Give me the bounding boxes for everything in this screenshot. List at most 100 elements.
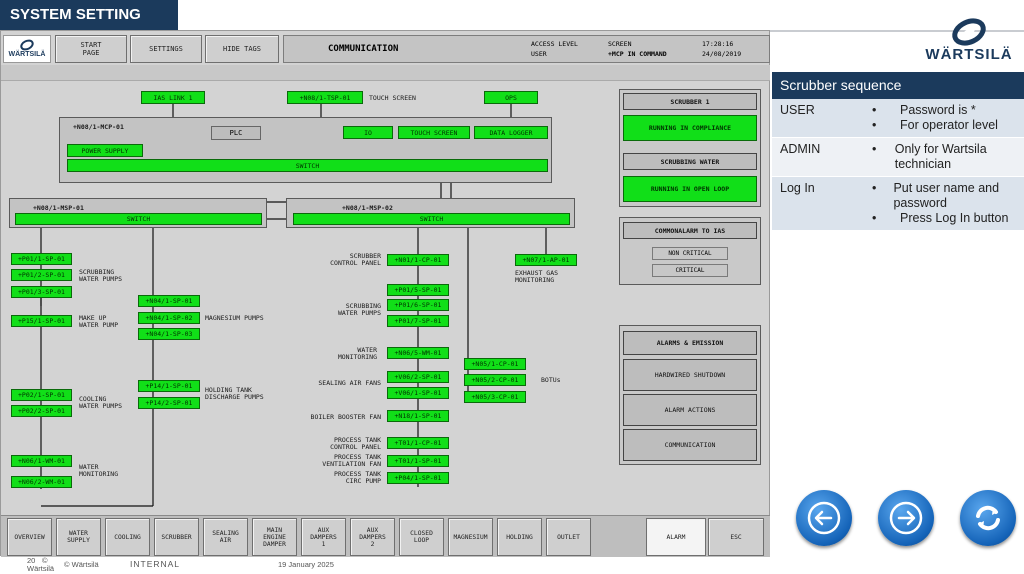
screen-label: SCREEN: [608, 40, 632, 48]
device-node[interactable]: +N05/1-CP-01: [464, 358, 526, 370]
sequence-title: Scrubber sequence: [772, 72, 1024, 99]
device-node[interactable]: +P14/1-SP-01: [138, 380, 200, 392]
scrubber-title: SCRUBBER 1: [623, 93, 757, 110]
sealing-fans-label: SEALING AIR FANS: [318, 379, 381, 387]
mcp-switch[interactable]: SWITCH: [67, 159, 548, 172]
device-node[interactable]: +T01/1-SP-01: [387, 455, 449, 467]
sequence-items: Only for Wartsila technician: [868, 138, 1024, 176]
critical-indicator: CRITICAL: [652, 264, 728, 277]
device-node[interactable]: +P01/7-SP-01: [387, 315, 449, 327]
scrubbing-pumps-label: SCRUBBING WATER PUMPS: [79, 268, 123, 283]
page-copyright-symbol: ©: [42, 556, 48, 565]
exhaust-monitoring-label: EXHAUST GAS MONITORING: [515, 269, 559, 284]
left-water-monitoring-label: WATER MONITORING: [79, 463, 119, 478]
device-node[interactable]: +P02/1-SP-01: [11, 389, 72, 401]
device-node[interactable]: +V06/1-SP-01: [387, 387, 449, 399]
forward-button[interactable]: [878, 490, 934, 546]
access-level-value: USER: [531, 50, 547, 58]
device-node[interactable]: +P01/3-SP-01: [11, 286, 72, 298]
tab-magnesium[interactable]: MAGNESIUM: [448, 518, 493, 556]
sequence-item: Put user name and password: [868, 181, 1018, 211]
device-node[interactable]: +P01/2-SP-01: [11, 269, 72, 281]
tab-alarm[interactable]: ALARM: [646, 518, 706, 556]
device-node[interactable]: +N05/2-CP-01: [464, 374, 526, 386]
booster-fan-label: BOILER BOOSTER FAN: [310, 413, 381, 421]
device-node[interactable]: +N18/1-SP-01: [387, 410, 449, 422]
device-node[interactable]: +N06/5-WM-01: [387, 347, 449, 359]
device-node[interactable]: +N04/1-SP-02: [138, 312, 200, 324]
device-node[interactable]: +N01/1-CP-01: [387, 254, 449, 266]
tab-bar: OVERVIEW WATER SUPPLY COOLING SCRUBBER S…: [1, 515, 770, 557]
device-node[interactable]: +P14/2-SP-01: [138, 397, 200, 409]
classification: INTERNAL: [130, 559, 181, 569]
process-circ-label: PROCESS TANK CIRC PUMP: [334, 470, 381, 485]
sequence-row-user: USER Password is * For operator level: [772, 99, 1024, 138]
tab-scrubber[interactable]: SCRUBBER: [154, 518, 199, 556]
brand-logo: WÄRTSILÄ: [924, 10, 1014, 70]
device-node[interactable]: +P01/1-SP-01: [11, 253, 72, 265]
device-node[interactable]: +N04/1-SP-01: [138, 295, 200, 307]
device-node[interactable]: +V06/2-SP-01: [387, 371, 449, 383]
device-node[interactable]: +N04/1-SP-03: [138, 328, 200, 340]
hmi-screen: WÄRTSILÄ START PAGE SETTINGS HIDE TAGS C…: [0, 30, 770, 557]
sequence-key: Log In: [780, 181, 815, 195]
device-node[interactable]: +P01/5-SP-01: [387, 284, 449, 296]
right-water-monitoring-label: WATER MONITORING: [337, 346, 377, 361]
plc-node[interactable]: PLC: [211, 126, 261, 140]
device-node[interactable]: +P01/6-SP-01: [387, 299, 449, 311]
msp1-label: +N08/1-MSP-01: [33, 204, 84, 212]
hardwired-shutdown-button[interactable]: HARDWIRED SHUTDOWN: [623, 359, 757, 391]
device-node[interactable]: +N05/3-CP-01: [464, 391, 526, 403]
start-page-button[interactable]: START PAGE: [55, 35, 127, 63]
msp1-switch[interactable]: SWITCH: [15, 213, 262, 225]
tab-cooling[interactable]: COOLING: [105, 518, 150, 556]
hide-tags-button[interactable]: HIDE TAGS: [205, 35, 279, 63]
tab-water-supply[interactable]: WATER SUPPLY: [56, 518, 101, 556]
tab-esc[interactable]: ESC: [708, 518, 764, 556]
refresh-button[interactable]: [960, 490, 1016, 546]
touch-screen-panel-node[interactable]: +N08/1-TSP-01: [287, 91, 363, 104]
tab-closed-loop[interactable]: CLOSED LOOP: [399, 518, 444, 556]
data-logger-node[interactable]: DATA LOGGER: [474, 126, 548, 139]
tab-holding[interactable]: HOLDING: [497, 518, 542, 556]
settings-button[interactable]: SETTINGS: [130, 35, 202, 63]
sequence-row-admin: ADMIN Only for Wartsila technician: [772, 138, 1024, 177]
tab-aux-dampers-1[interactable]: AUX DAMPERS 1: [301, 518, 346, 556]
wartsila-mini-logo-icon: [20, 39, 34, 51]
sequence-key: ADMIN: [780, 142, 821, 156]
device-node[interactable]: +P04/1-SP-01: [387, 472, 449, 484]
device-node[interactable]: +P02/2-SP-01: [11, 405, 72, 417]
tab-sealing-air[interactable]: SEALING AIR: [203, 518, 248, 556]
brand-name: WÄRTSILÄ: [925, 46, 1013, 63]
back-button[interactable]: [796, 490, 852, 546]
device-node[interactable]: +N06/1-WM-01: [11, 455, 72, 467]
clock-date: 24/08/2019: [702, 50, 742, 58]
device-node[interactable]: +N07/1-AP-01: [515, 254, 577, 266]
tab-outlet[interactable]: OUTLET: [546, 518, 591, 556]
tab-overview[interactable]: OVERVIEW: [7, 518, 52, 556]
device-node[interactable]: +N06/2-WM-01: [11, 476, 72, 488]
ias-link-node[interactable]: IAS LINK 1: [141, 91, 205, 104]
header-spacer-bar: [1, 65, 770, 81]
page-number: 20: [27, 556, 36, 565]
power-supply-node[interactable]: POWER SUPPLY: [67, 144, 143, 157]
sequence-item: Only for Wartsila technician: [868, 142, 1018, 172]
device-node[interactable]: +T01/1-CP-01: [387, 437, 449, 449]
tab-main-engine-damper[interactable]: MAIN ENGINE DAMPER: [252, 518, 297, 556]
tab-aux-dampers-2[interactable]: AUX DAMPERS 2: [350, 518, 395, 556]
io-node[interactable]: IO: [343, 126, 393, 139]
msp2-switch[interactable]: SWITCH: [293, 213, 570, 225]
header-info-bar: COMMUNICATION ACCESS LEVEL USER SCREEN +…: [283, 35, 770, 63]
footer-date: 19 January 2025: [278, 560, 334, 569]
access-level-label: ACCESS LEVEL: [531, 40, 578, 48]
alarm-actions-button[interactable]: ALARM ACTIONS: [623, 394, 757, 426]
device-node[interactable]: +P15/1-SP-01: [11, 315, 72, 327]
touch-screen-panel-label: TOUCH SCREEN: [369, 94, 416, 102]
communication-button[interactable]: COMMUNICATION: [623, 429, 757, 461]
process-vent-label: PROCESS TANK VENTILATION FAN: [322, 453, 381, 468]
ops-node[interactable]: OPS: [484, 91, 538, 104]
sequence-key: USER: [780, 103, 815, 117]
touch-screen-node[interactable]: TOUCH SCREEN: [398, 126, 470, 139]
slide-footer: 20 © Wärtsilä © Wärtsilä INTERNAL 19 Jan…: [0, 556, 1024, 574]
sequence-item: Press Log In button: [868, 211, 1018, 226]
